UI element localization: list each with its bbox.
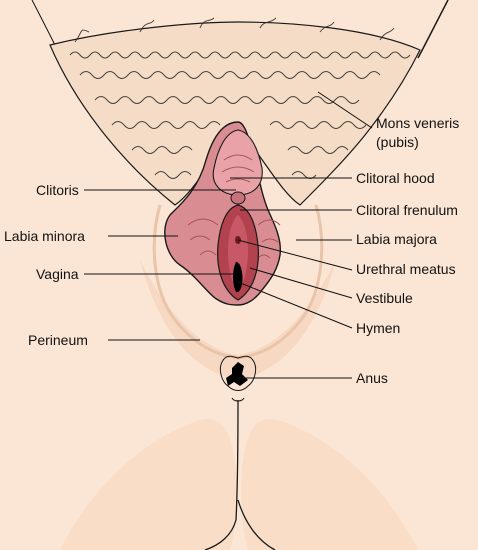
label-labia-minora: Labia minora xyxy=(4,228,85,244)
label-clitoral-frenulum: Clitoral frenulum xyxy=(356,202,458,218)
label-vagina: Vagina xyxy=(36,266,79,282)
anus xyxy=(226,362,248,386)
left-buttock xyxy=(60,419,237,550)
leader-lines xyxy=(84,91,373,379)
label-labia-majora: Labia majora xyxy=(356,231,437,247)
clitoris xyxy=(230,191,246,205)
label-mons-line1: Mons veneris xyxy=(376,115,459,131)
gluteal-cleft xyxy=(204,399,239,550)
label-clitoris: Clitoris xyxy=(36,182,79,198)
vestibule-inner xyxy=(228,215,248,292)
label-urethral-meatus: Urethral meatus xyxy=(356,261,456,277)
anus-ridge xyxy=(231,397,245,402)
anus-outline xyxy=(219,355,257,391)
label-vestibule: Vestibule xyxy=(356,290,413,306)
mons-pubis xyxy=(49,21,421,206)
vaginal-opening xyxy=(233,262,243,293)
right-thigh-line xyxy=(417,0,449,59)
label-hymen: Hymen xyxy=(356,320,400,336)
label-mons-line2: (pubis) xyxy=(376,134,419,150)
clitoral-hood-folds xyxy=(221,154,255,183)
label-clitoral-hood: Clitoral hood xyxy=(356,170,435,186)
label-perineum: Perineum xyxy=(28,332,88,348)
labia-minora-folds xyxy=(187,218,281,259)
gluteal-cleft-right xyxy=(237,499,276,550)
right-buttock xyxy=(241,419,418,550)
pubic-hair xyxy=(69,17,411,179)
label-anus: Anus xyxy=(356,370,388,386)
perineum-shading xyxy=(140,260,336,380)
